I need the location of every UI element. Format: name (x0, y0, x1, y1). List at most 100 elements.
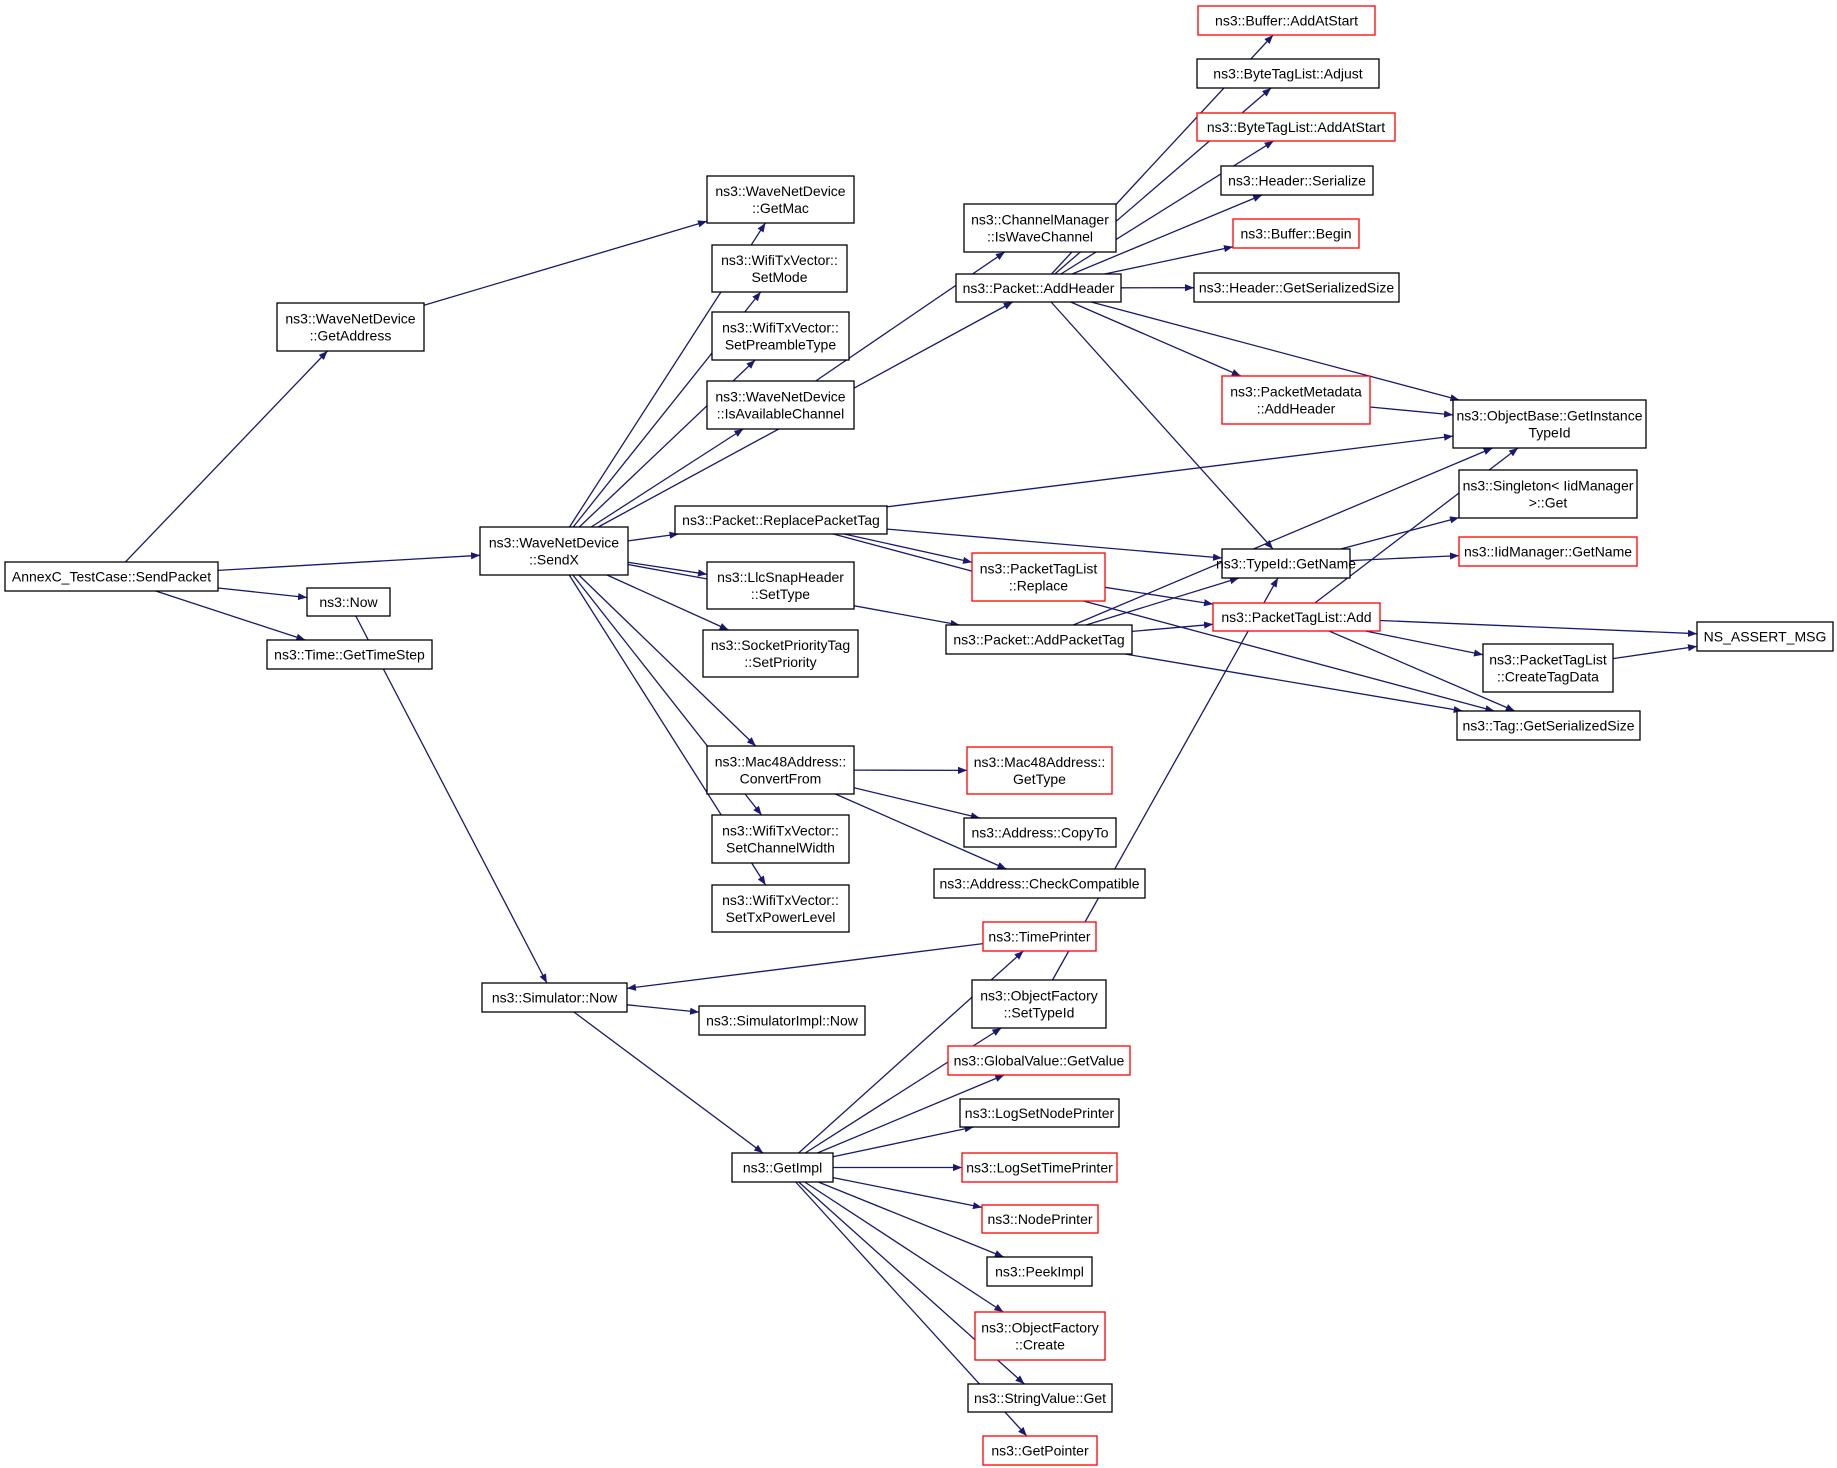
node-label: ::GetAddress (310, 328, 392, 344)
node-packet-addheader[interactable]: ns3::Packet::AddHeader (955, 273, 1122, 303)
node-box (1482, 643, 1614, 693)
node-label: ::SetType (751, 586, 810, 602)
node-box (981, 1204, 1099, 1234)
node-label: ns3::PacketTagList::Add (1221, 609, 1371, 625)
node-label: ns3::StringValue::Get (974, 1390, 1106, 1406)
node-chman-iswavechannel[interactable]: ns3::ChannelManager::IsWaveChannel (963, 203, 1117, 253)
node-pmd-addheader[interactable]: ns3::PacketMetadata::AddHeader (1221, 375, 1371, 425)
node-wtv-setmode[interactable]: ns3::WifiTxVector::SetMode (711, 244, 848, 293)
node-mac48-gettype[interactable]: ns3::Mac48Address::GetType (966, 746, 1113, 795)
node-socketprioritytag-setpriority[interactable]: ns3::SocketPriorityTag::SetPriority (702, 629, 859, 678)
node-wnd-isavailablechannel[interactable]: ns3::WaveNetDevice::IsAvailableChannel (706, 380, 855, 430)
node-typeid-getname[interactable]: ns3::TypeId::GetName (1216, 548, 1356, 579)
node-objfactory-create[interactable]: ns3::ObjectFactory::Create (974, 1311, 1106, 1361)
edge-root-to-wnd_getaddress (124, 350, 328, 563)
node-objfactory-settypeid[interactable]: ns3::ObjectFactory::SetTypeId (971, 979, 1107, 1029)
node-globalvalue-getvalue[interactable]: ns3::GlobalValue::GetValue (947, 1045, 1131, 1076)
node-box (702, 629, 859, 678)
edge-now-to-simulator_now (355, 615, 548, 984)
edge-wnd_sendx-to-socketprioritytag_setpriority (606, 574, 729, 631)
edge-ptl_replace-to-ptl_add (1104, 586, 1214, 607)
edge-root-to-now (217, 587, 308, 601)
node-stringvalue-get[interactable]: ns3::StringValue::Get (967, 1383, 1113, 1413)
node-ptl-replace[interactable]: ns3::PacketTagList::Replace (971, 552, 1106, 602)
edge-getimpl-to-globalvalue_getvalue (817, 1074, 1005, 1154)
node-simulatorimpl-now[interactable]: ns3::SimulatorImpl::Now (698, 1005, 866, 1036)
node-header-getserializedsize[interactable]: ns3::Header::GetSerializedSize (1193, 272, 1400, 303)
node-box (1196, 58, 1380, 89)
node-wnd-getmac[interactable]: ns3::WaveNetDevice::GetMac (706, 175, 855, 224)
node-label: SetChannelWidth (726, 840, 835, 856)
node-simulator-now[interactable]: ns3::Simulator::Now (481, 982, 628, 1013)
node-box (986, 1256, 1093, 1287)
node-label: ns3::IidManager::GetName (1464, 544, 1632, 560)
node-peekimpl[interactable]: ns3::PeekImpl (986, 1256, 1093, 1287)
node-btl-addatstart[interactable]: ns3::ByteTagList::AddAtStart (1196, 112, 1396, 142)
node-box (706, 175, 855, 224)
node-label: ns3::PeekImpl (995, 1264, 1084, 1280)
node-label: ns3::ByteTagList::AddAtStart (1207, 119, 1385, 135)
node-ptl-createtagdata[interactable]: ns3::PacketTagList::CreateTagData (1482, 643, 1614, 693)
node-time-gettimestep[interactable]: ns3::Time::GetTimeStep (266, 639, 433, 670)
edge-mac48_convertfrom-to-address_copyto (853, 787, 980, 820)
node-label: ns3::WaveNetDevice (285, 311, 415, 327)
node-packet-replacepackettag[interactable]: ns3::Packet::ReplacePacketTag (674, 505, 888, 535)
edge-wnd_sendx-to-llcsnap_settype (627, 561, 708, 577)
node-box (974, 1311, 1106, 1361)
node-label: ns3::SocketPriorityTag (711, 637, 850, 653)
edge-packet_replacepackettag-to-objbase_getinstancetypeid (886, 433, 1454, 508)
node-address-copyto[interactable]: ns3::Address::CopyTo (963, 817, 1117, 848)
node-wnd-getaddress[interactable]: ns3::WaveNetDevice::GetAddress (276, 302, 425, 352)
node-label: ns3::GetImpl (743, 1160, 822, 1176)
edge-typeid_getname-to-iidmanager_getname (1349, 552, 1460, 562)
node-iidmanager-getname[interactable]: ns3::IidManager::GetName (1458, 536, 1638, 567)
node-wtv-setchannelwidth[interactable]: ns3::WifiTxVector::SetChannelWidth (711, 814, 850, 864)
node-label: ::Replace (1009, 578, 1068, 594)
node-buffer-begin[interactable]: ns3::Buffer::Begin (1232, 218, 1360, 249)
node-btl-adjust[interactable]: ns3::ByteTagList::Adjust (1196, 58, 1380, 89)
node-llcsnap-settype[interactable]: ns3::LlcSnapHeader::SetType (706, 561, 855, 610)
node-label: ns3::Packet::ReplacePacketTag (682, 512, 880, 528)
node-box (982, 921, 1097, 952)
node-ns-assert-msg[interactable]: NS_ASSERT_MSG (1696, 621, 1834, 652)
node-box (711, 814, 850, 864)
node-wtv-setpreambletype[interactable]: ns3::WifiTxVector::SetPreambleType (711, 311, 850, 361)
node-label: ns3::ObjectFactory (981, 1320, 1099, 1336)
node-box (1221, 375, 1371, 425)
node-box (971, 979, 1107, 1029)
node-nodeprinter[interactable]: ns3::NodePrinter (981, 1204, 1099, 1234)
node-box (1221, 548, 1351, 579)
node-label: ::SetPriority (744, 654, 816, 670)
node-wtv-settxpowerlevel[interactable]: ns3::WifiTxVector::SetTxPowerLevel (711, 884, 850, 933)
node-box (961, 1152, 1118, 1183)
node-box (1232, 218, 1360, 249)
node-tag-getserializedsize[interactable]: ns3::Tag::GetSerializedSize (1456, 710, 1641, 741)
node-box (706, 561, 855, 610)
node-label: ns3::NodePrinter (987, 1211, 1092, 1227)
node-timeprinter[interactable]: ns3::TimePrinter (982, 921, 1097, 952)
node-header-serialize[interactable]: ns3::Header::Serialize (1220, 165, 1374, 196)
node-getimpl[interactable]: ns3::GetImpl (731, 1152, 834, 1183)
node-logsetnodeprinter[interactable]: ns3::LogSetNodePrinter (959, 1098, 1120, 1128)
node-logsettimeprinter[interactable]: ns3::LogSetTimePrinter (961, 1152, 1118, 1183)
node-singleton-get[interactable]: ns3::Singleton< IidManager>::Get (1458, 469, 1638, 519)
edge-root-to-time_gettimestep (155, 590, 306, 641)
edge-packet_addheader-to-buffer_begin (1104, 245, 1234, 275)
node-box (1220, 165, 1374, 196)
node-packet-addpackettag[interactable]: ns3::Packet::AddPacketTag (945, 624, 1133, 655)
node-now[interactable]: ns3::Now (306, 587, 391, 617)
node-buffer-addatstart[interactable]: ns3::Buffer::AddAtStart (1197, 5, 1376, 36)
node-wnd-sendx[interactable]: ns3::WaveNetDevice::SendX (479, 526, 629, 576)
edge-packet_replacepackettag-to-typeid_getname (886, 528, 1223, 561)
node-address-checkcompatible[interactable]: ns3::Address::CheckCompatible (933, 868, 1146, 899)
node-getpointer[interactable]: ns3::GetPointer (982, 1435, 1098, 1466)
edge-pmd_addheader-to-objbase_getinstancetypeid (1369, 406, 1454, 418)
edge-wnd_sendx-to-mac48_convertfrom (578, 574, 757, 747)
node-box (1193, 272, 1400, 303)
edge-packet_replacepackettag-to-ptl_replace (844, 533, 973, 564)
node-ptl-add[interactable]: ns3::PacketTagList::Add (1212, 602, 1381, 632)
node-mac48-convertfrom[interactable]: ns3::Mac48Address::ConvertFrom (706, 745, 855, 795)
node-label: ns3::WifiTxVector:: (722, 823, 839, 839)
